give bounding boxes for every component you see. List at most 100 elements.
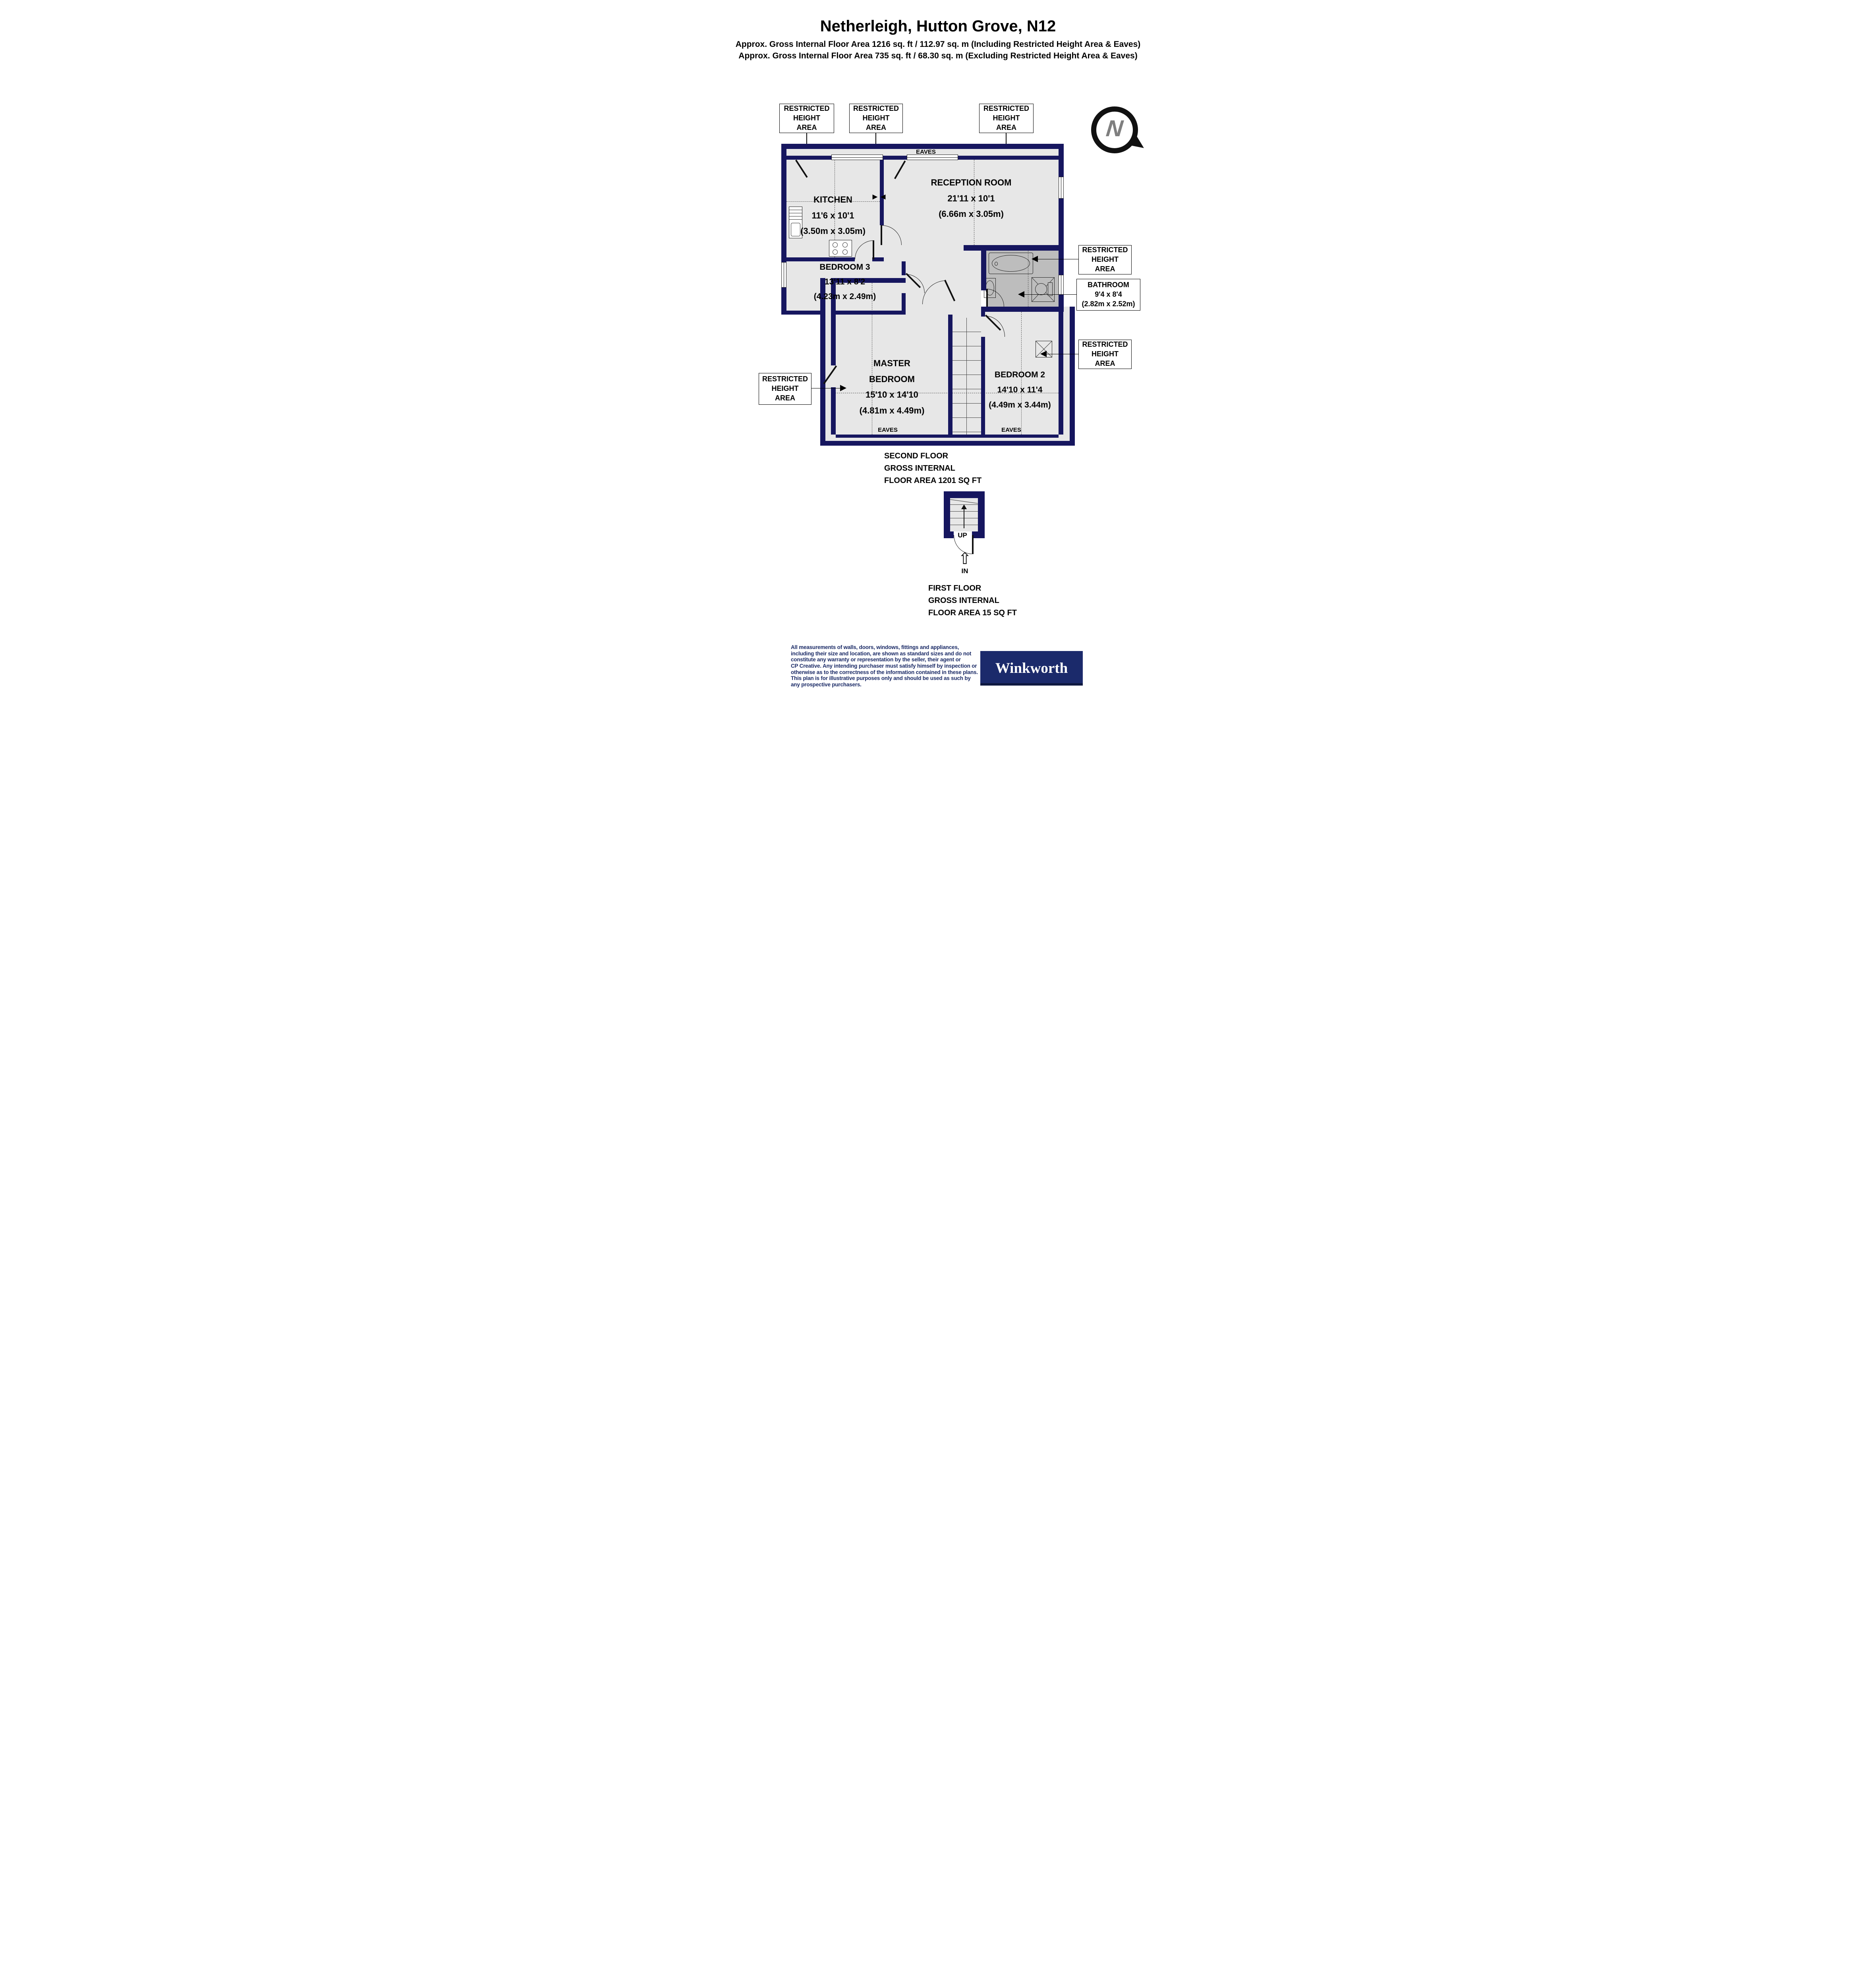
wall-master-top — [831, 278, 906, 283]
room-name: BEDROOM 2 — [994, 370, 1045, 379]
callout-restricted-top-mid: RESTRICTED HEIGHT AREA — [849, 104, 903, 133]
callout-line: AREA — [1095, 265, 1115, 273]
window-reception — [907, 155, 958, 160]
eaves-strip-bottom — [836, 438, 1059, 441]
eaves-label-bottom-left: EAVES — [878, 427, 898, 433]
summary-line: FLOOR AREA 15 SQ FT — [928, 609, 1017, 617]
door-leaf — [881, 225, 882, 245]
north-letter: N — [1105, 116, 1124, 141]
hob-burner — [842, 249, 848, 255]
arrow-left-icon — [1018, 291, 1024, 298]
second-floor-summary: SECOND FLOOR GROSS INTERNAL FLOOR AREA 1… — [884, 450, 1003, 487]
room-size-metric: (4.81m x 4.49m) — [859, 405, 925, 415]
room-label-kitchen: KITCHEN 11'6 x 10'1 (3.50m x 3.05m) — [785, 192, 881, 239]
bathtub-icon — [989, 253, 1033, 274]
winkworth-logo-text: Winkworth — [995, 660, 1068, 676]
callout-restricted-top-left: RESTRICTED HEIGHT AREA — [779, 104, 834, 133]
stairs-center-line — [966, 318, 967, 435]
callout-line: RESTRICTED — [1082, 246, 1128, 254]
window-bedroom3-left — [781, 262, 786, 288]
first-floor-summary: FIRST FLOOR GROSS INTERNAL FLOOR AREA 15… — [928, 582, 1047, 619]
summary-line: GROSS INTERNAL — [884, 464, 955, 473]
wall-kitchen-reception-partition — [880, 156, 884, 225]
summary-line: FLOOR AREA 1201 SQ FT — [884, 476, 982, 485]
wall-bedroom3-right-upper — [902, 261, 906, 275]
eaves-label-bottom-right: EAVES — [1001, 427, 1021, 433]
toilet-bowl — [1035, 283, 1047, 295]
wall-bedroom2-left-lower — [981, 337, 985, 435]
wall-bottomleft-outer — [820, 278, 825, 446]
eaves-label-top: EAVES — [916, 149, 936, 155]
up-label: UP — [958, 531, 967, 539]
hob-burner — [833, 242, 838, 247]
wall-bottomleft-inner-lower — [831, 387, 836, 435]
opening-marker-icon — [872, 194, 878, 200]
callout-line: RESTRICTED — [784, 104, 830, 113]
wall-kitchen-bottom — [781, 257, 855, 261]
dashed-line — [1021, 312, 1022, 435]
wall-bottomleft-inner-upper — [831, 278, 836, 365]
in-arrow-icon: ⇧ — [958, 550, 972, 568]
disclaimer-line: This plan is for illustrative purposes o… — [791, 675, 971, 682]
room-size-imperial: 11'6 x 10'1 — [811, 210, 854, 220]
wall-bottomright-inner — [1059, 307, 1063, 435]
wall-top-outer — [781, 144, 1064, 149]
callout-line: HEIGHT — [771, 384, 799, 393]
wall-bathroom-bottom — [981, 307, 1064, 312]
toilet-area-icon — [1032, 277, 1055, 302]
callout-line: AREA — [866, 123, 886, 131]
callout-line: AREA — [1095, 359, 1115, 367]
wall-right-outer-upper — [1059, 144, 1064, 267]
wall-bottom-inner — [836, 435, 1059, 438]
callout-bathroom: BATHROOM 9'4 x 8'4 (2.82m x 2.52m) — [1076, 279, 1140, 311]
summary-line: FIRST FLOOR — [928, 584, 981, 593]
room-label-reception: RECEPTION ROOM 21'11 x 10'1 (6.66m x 3.0… — [884, 175, 1059, 222]
room-name-line2: BEDROOM — [869, 374, 915, 384]
room-name: BATHROOM — [1088, 281, 1129, 289]
door-leaf — [986, 289, 988, 307]
room-name-line1: MASTER — [873, 358, 910, 368]
callout-line: HEIGHT — [793, 114, 820, 122]
callout-line: AREA — [996, 123, 1016, 131]
wall-bottom-outer — [820, 441, 1075, 446]
callout-restricted-left: RESTRICTED HEIGHT AREA — [759, 373, 811, 405]
winkworth-logo: Winkworth — [980, 651, 1083, 686]
room-size-imperial: 15'10 x 14'10 — [866, 390, 918, 400]
door-leaf — [972, 535, 974, 554]
room-label-bedroom2: BEDROOM 2 14'10 x 11'4 (4.49m x 3.44m) — [981, 367, 1059, 412]
wall-bottomright-outer — [1070, 307, 1075, 446]
arrow-left-icon — [1040, 351, 1047, 357]
summary-line: GROSS INTERNAL — [928, 596, 999, 605]
room-label-bedroom3: BEDROOM 3 13'11 x 8'2 (4.23m x 2.49m) — [785, 260, 904, 304]
room-label-master: MASTER BEDROOM 15'10 x 14'10 (4.81m x 4.… — [836, 355, 948, 418]
room-name: BEDROOM 3 — [819, 263, 870, 272]
room-size-imperial: 14'10 x 11'4 — [997, 385, 1043, 394]
eaves-strip-right — [1063, 312, 1070, 441]
window-reception-right — [1059, 177, 1064, 199]
disclaimer-line: All measurements of walls, doors, window… — [791, 644, 959, 650]
in-label: IN — [961, 567, 968, 575]
room-name: RECEPTION ROOM — [931, 178, 1012, 187]
floorplan-page: Netherleigh, Hutton Grove, N12 Approx. G… — [703, 0, 1173, 703]
subtitle-including: Approx. Gross Internal Floor Area 1216 s… — [735, 40, 1141, 49]
up-arrow-head-icon — [961, 504, 967, 509]
eaves-strip-left — [825, 283, 831, 441]
window-bathroom-right — [1059, 275, 1064, 295]
callout-line: RESTRICTED — [762, 375, 808, 383]
wall-bedroom3-bottom — [781, 311, 906, 315]
window-kitchen — [831, 155, 883, 160]
sink-basin — [791, 223, 800, 236]
wall-bathroom-top — [964, 245, 1064, 251]
callout-line: HEIGHT — [1091, 255, 1119, 264]
callout-line: AREA — [775, 394, 795, 402]
room-name: KITCHEN — [813, 195, 852, 205]
eaves-strip-top — [786, 149, 1059, 156]
callout-line: AREA — [796, 123, 817, 131]
room-size-metric: (2.82m x 2.52m) — [1082, 299, 1135, 308]
callout-line: HEIGHT — [1091, 350, 1119, 358]
hob-icon — [829, 240, 852, 257]
winkworth-logo-base — [980, 683, 1083, 686]
stairs-second-floor — [952, 318, 981, 435]
callout-restricted-top-right: RESTRICTED HEIGHT AREA — [979, 104, 1034, 133]
wall-stair-left — [948, 315, 952, 435]
